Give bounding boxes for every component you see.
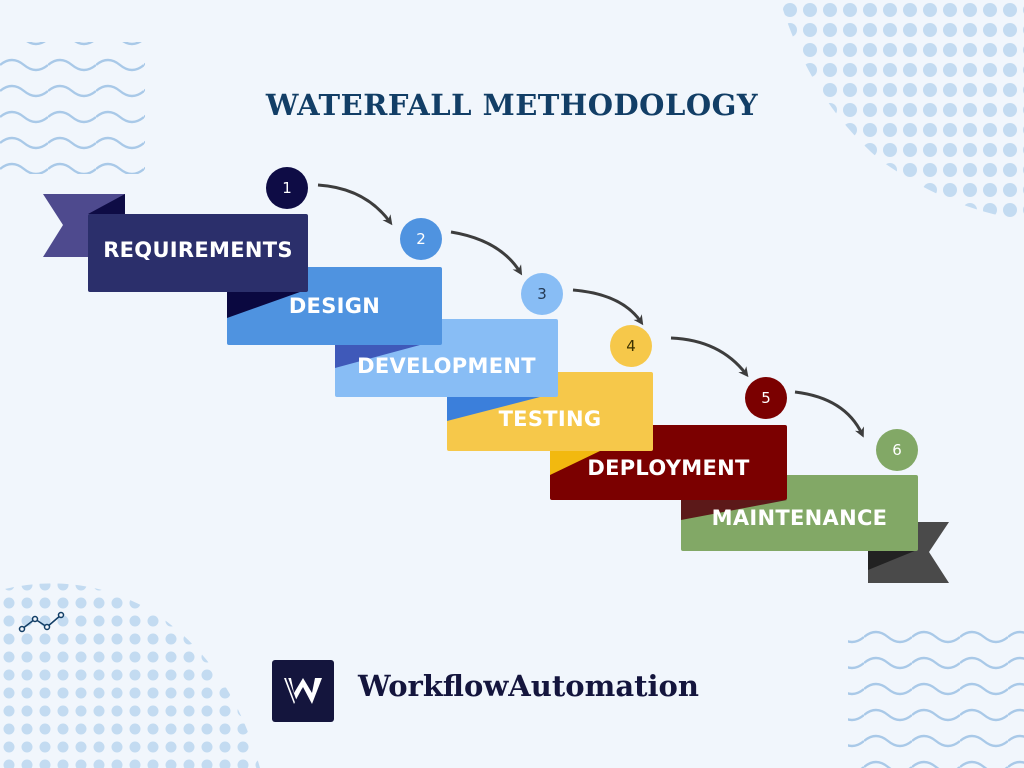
dot-pattern-bottom-left [0, 583, 260, 768]
arrow-2-to-3 [450, 230, 523, 276]
step-label-deployment: DEPLOYMENT [587, 456, 750, 480]
step-label-maintenance: MAINTENANCE [711, 506, 888, 530]
step-number-4: 4 [610, 325, 652, 367]
arrow-5-to-6 [794, 390, 864, 438]
brand-name: WorkflowAutomation [358, 669, 699, 703]
arrow-3-to-4 [572, 288, 644, 326]
page-title: WATERFALL METHODOLOGY [265, 88, 759, 122]
step-bar-1 [88, 214, 308, 292]
step-label-design: DESIGN [288, 294, 381, 318]
step-number-2: 2 [400, 218, 442, 260]
arrow-4-to-5 [670, 336, 749, 378]
step-number-1: 1 [266, 167, 308, 209]
step-label-testing: TESTING [498, 407, 602, 431]
step-fold-1 [227, 292, 300, 318]
step-fold-2 [335, 345, 420, 368]
dot-pattern-top-right [780, 0, 1024, 220]
ribbon-fold-right [868, 550, 917, 570]
step-fold-3 [447, 397, 540, 421]
arrow-1-to-2 [317, 183, 393, 226]
step-label-requirements: REQUIREMENTS [103, 238, 293, 262]
wave-pattern-bottom-right [848, 622, 1024, 768]
w-logo-icon [272, 660, 334, 722]
trend-line-icon [18, 611, 65, 633]
step-label-development: DEVELOPMENT [357, 354, 536, 378]
step-fold-5 [681, 500, 787, 520]
step-number-6: 6 [876, 429, 918, 471]
step-number-3: 3 [521, 273, 563, 315]
step-number-5: 5 [745, 377, 787, 419]
step-fold-4 [550, 451, 600, 475]
ribbon-fold-left [88, 194, 125, 214]
wave-pattern-top-left [0, 42, 145, 174]
